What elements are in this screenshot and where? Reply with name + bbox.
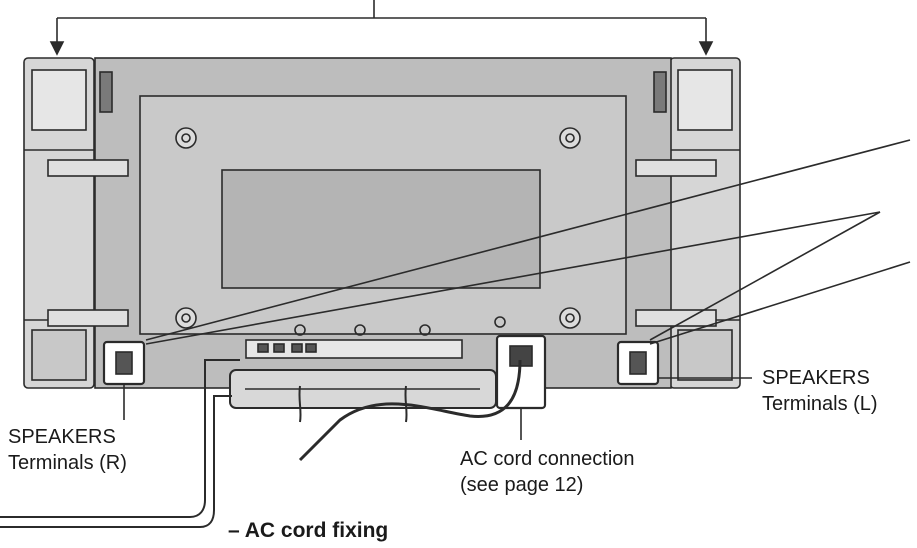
display-back-panel [47, 57, 717, 389]
ac-cord [298, 359, 522, 462]
speaker-left-unit [23, 57, 95, 389]
speakers-r-label-line2: Terminals (R) [8, 452, 127, 474]
speakers-r-label-line1: SPEAKERS [8, 426, 116, 448]
speakers-l-label-line1: SPEAKERS [762, 367, 870, 389]
speaker-right-unit [669, 57, 741, 389]
ac-cord-fixing-label: – AC cord fixing [228, 519, 389, 542]
pointer-lines [145, 139, 911, 345]
speaker-pointer-bracket [49, 0, 714, 56]
ac-connection-label-line2: (see page 12) [460, 474, 584, 496]
ac-connection-label-line1: AC cord connection [460, 448, 635, 470]
leader-ac-fixing [0, 359, 240, 518]
speakers-l-label-line2: Terminals (L) [762, 393, 878, 415]
